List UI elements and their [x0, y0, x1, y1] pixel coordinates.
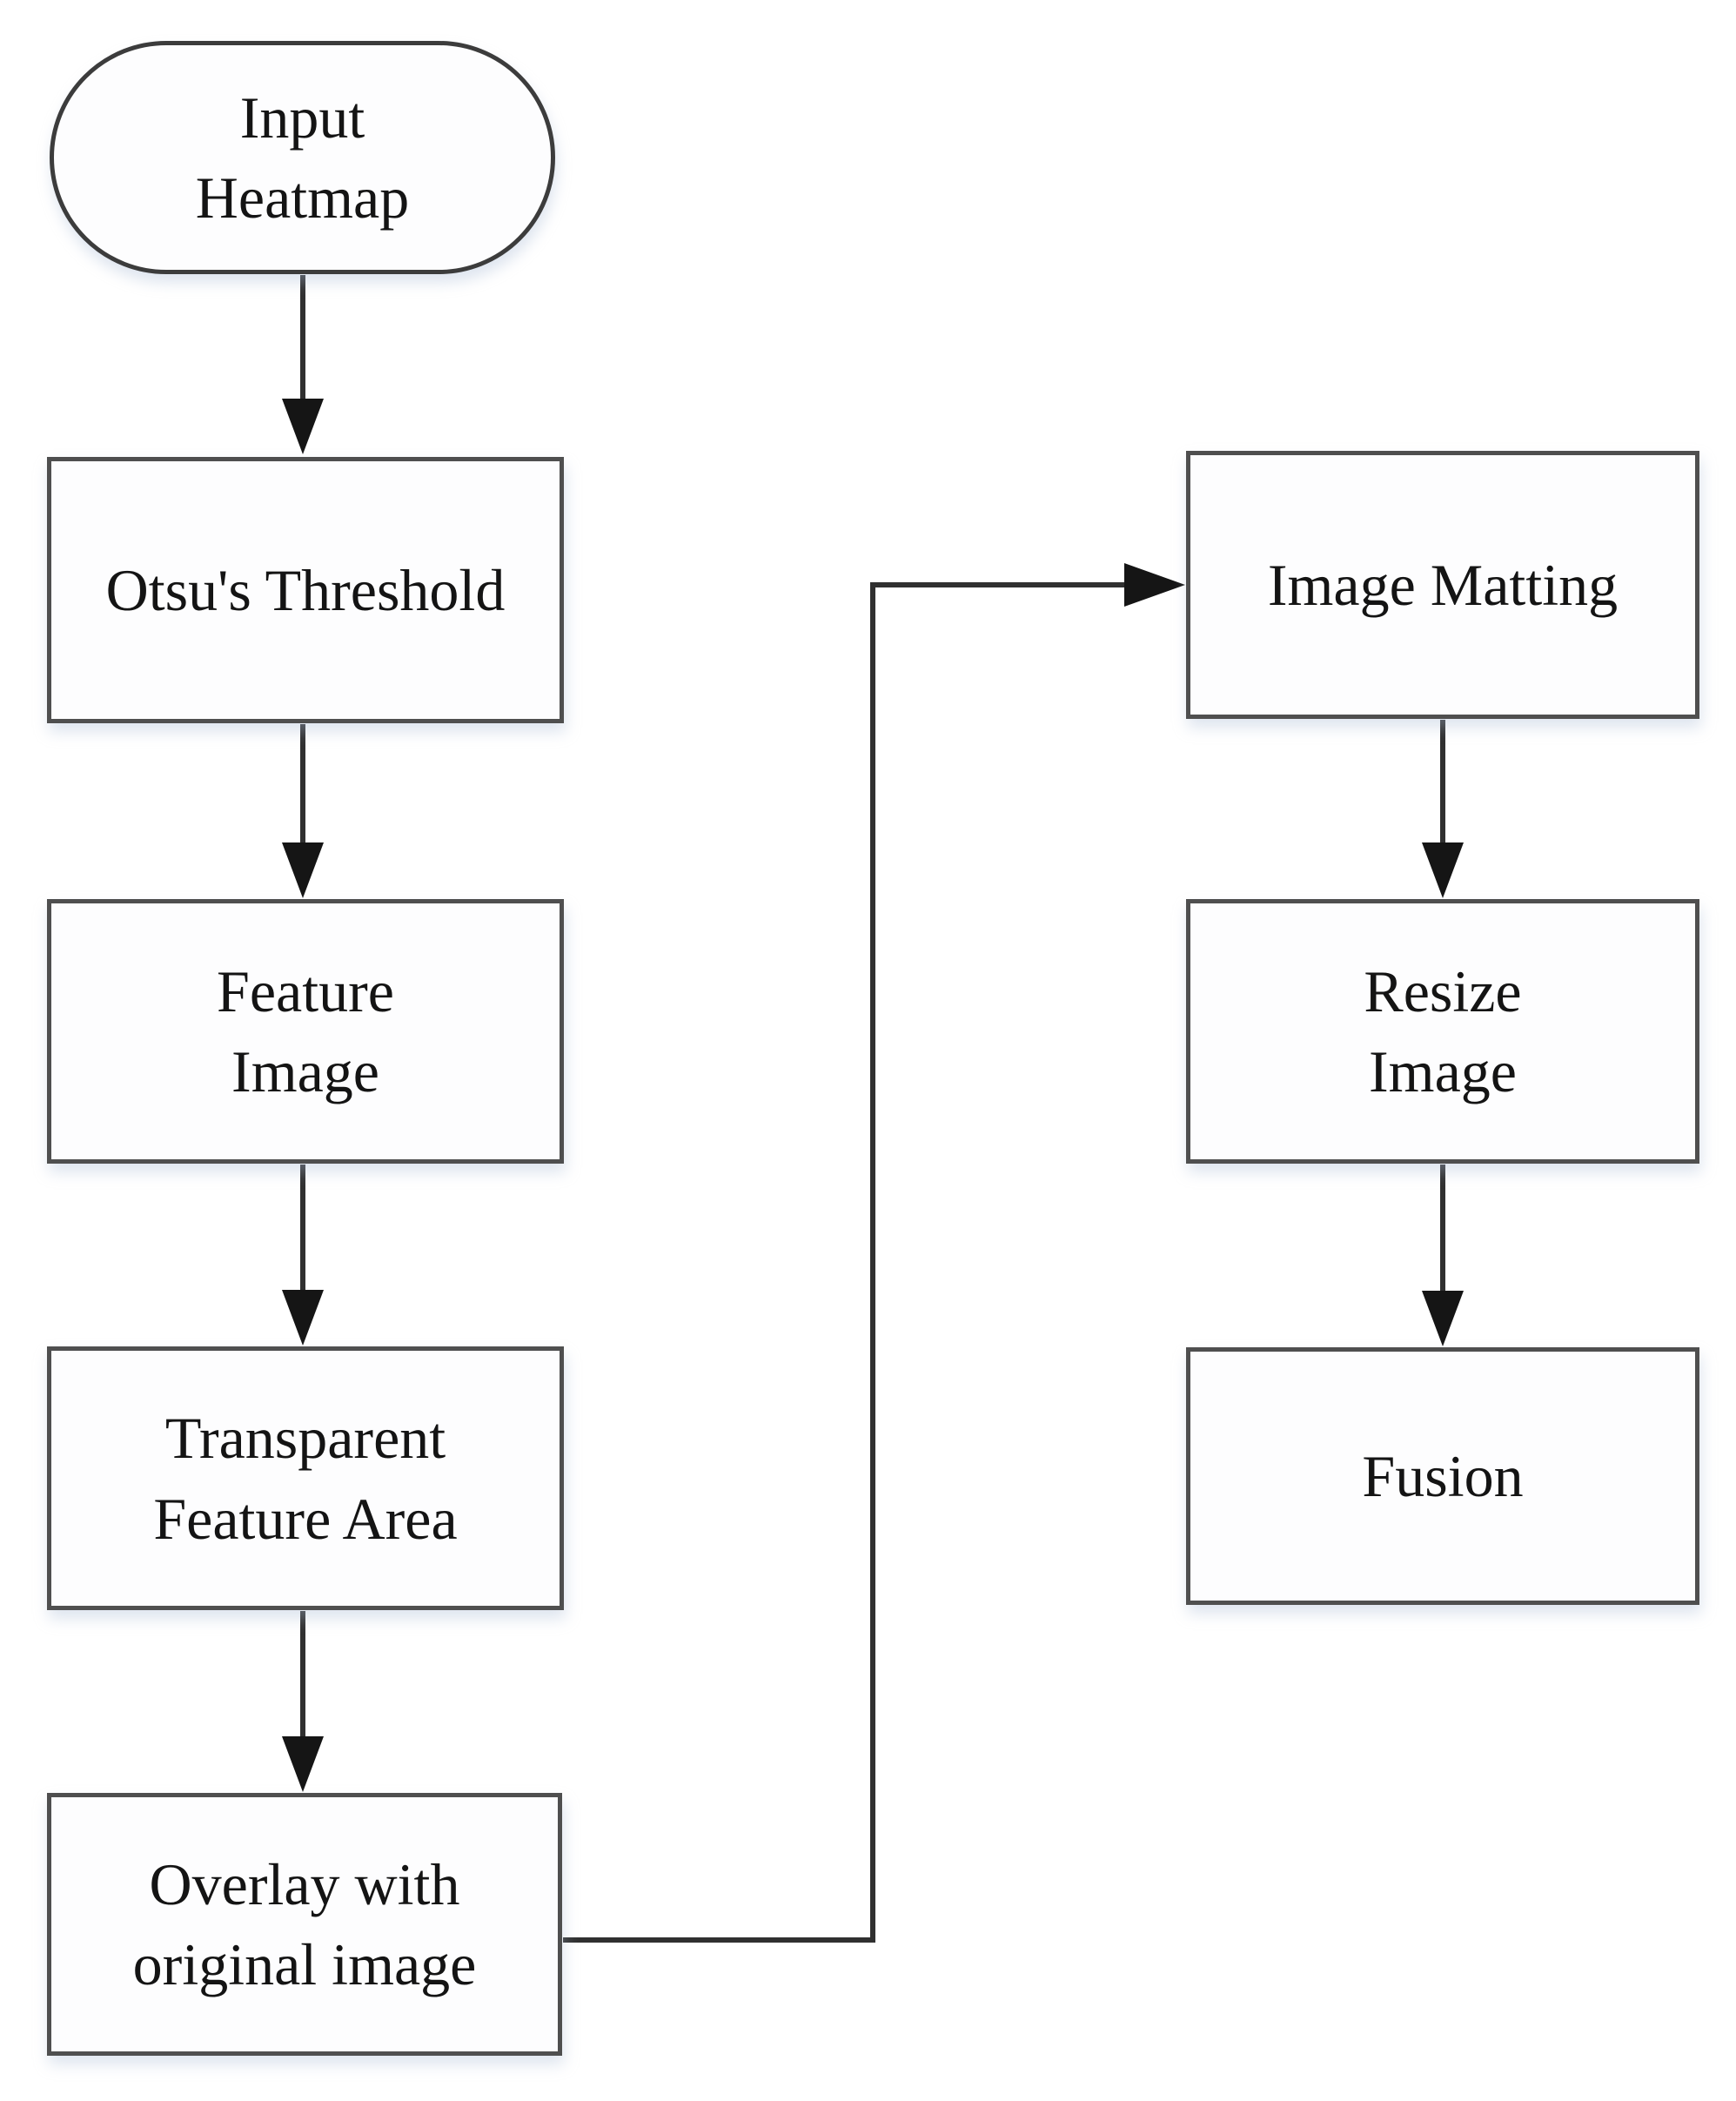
node-image-matting: Image Matting [1186, 451, 1699, 719]
node-feature-image-label: Feature Image [217, 957, 394, 1104]
node-fusion-label: Fusion [1362, 1442, 1524, 1509]
node-feature-image: Feature Image [47, 899, 564, 1164]
arrow-feature-to-transparent [282, 1165, 324, 1346]
node-overlay-with-original-image: Overlay with original image [47, 1793, 562, 2056]
arrow-overlay-to-matting [563, 563, 1185, 1943]
node-transparent-feature-area: Transparent Feature Area [47, 1346, 564, 1610]
node-input-heatmap: Input Heatmap [50, 41, 555, 274]
arrow-otsu-to-feature [282, 724, 324, 898]
node-otsus-threshold-label: Otsu's Threshold [105, 556, 506, 623]
node-image-matting-label: Image Matting [1267, 551, 1619, 618]
arrow-transparent-to-overlay [282, 1611, 324, 1792]
node-resize-image: Resize Image [1186, 899, 1699, 1164]
arrow-matting-to-resize [1422, 720, 1464, 898]
arrow-resize-to-fusion [1422, 1165, 1464, 1346]
node-input-heatmap-label: Input Heatmap [195, 84, 410, 231]
arrow-input-to-otsu [282, 275, 324, 454]
node-transparent-feature-area-label: Transparent Feature Area [153, 1405, 458, 1552]
node-overlay-with-original-image-label: Overlay with original image [132, 1850, 477, 1997]
node-fusion: Fusion [1186, 1347, 1699, 1605]
node-resize-image-label: Resize Image [1364, 957, 1522, 1104]
node-otsus-threshold: Otsu's Threshold [47, 457, 564, 723]
